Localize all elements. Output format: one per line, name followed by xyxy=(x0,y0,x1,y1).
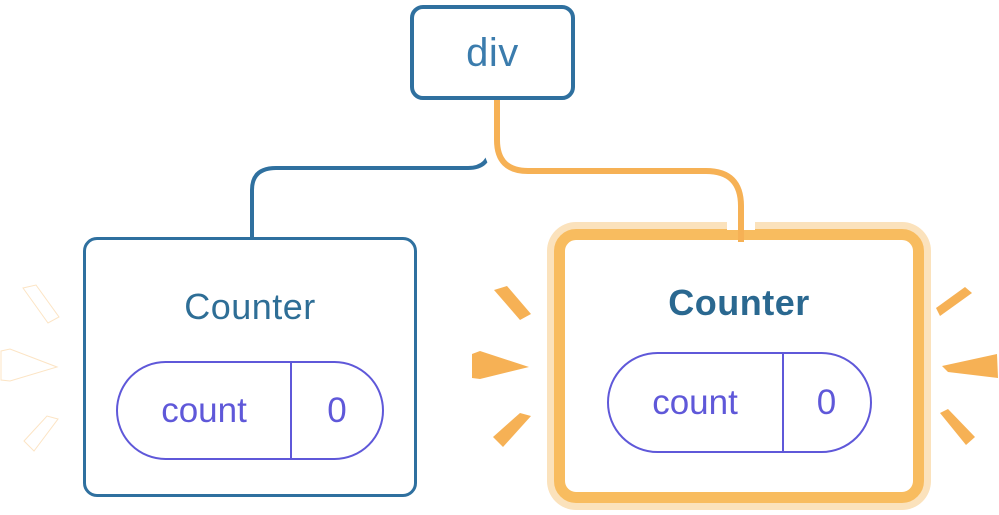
state-key-cell: count xyxy=(118,363,292,458)
counter-card-left: Counter count 0 xyxy=(83,237,417,497)
counter-title: Counter xyxy=(184,286,316,327)
state-pill: count 0 xyxy=(606,352,872,453)
root-node-label: div xyxy=(466,30,519,75)
burst-icon xyxy=(494,286,531,320)
root-node: div xyxy=(410,5,575,100)
burst-icon xyxy=(23,415,59,452)
state-pill: count 0 xyxy=(116,361,384,460)
edge-to-right-child xyxy=(494,99,744,242)
state-key-cell: count xyxy=(609,354,784,451)
edge-to-left-child xyxy=(250,100,492,240)
burst-icon xyxy=(0,348,59,382)
state-value-cell: 0 xyxy=(327,390,347,430)
burst-icon xyxy=(493,413,531,447)
burst-icon xyxy=(936,287,972,316)
burst-icon xyxy=(942,354,998,378)
burst-icon xyxy=(940,409,975,445)
state-value-cell: 0 xyxy=(816,382,837,422)
counter-card-right-highlighted: Counter count 0 xyxy=(554,229,924,503)
burst-icon xyxy=(22,284,60,324)
burst-icon xyxy=(472,351,529,379)
counter-title: Counter xyxy=(668,282,810,323)
edge-to-right-child-casing xyxy=(483,99,755,230)
